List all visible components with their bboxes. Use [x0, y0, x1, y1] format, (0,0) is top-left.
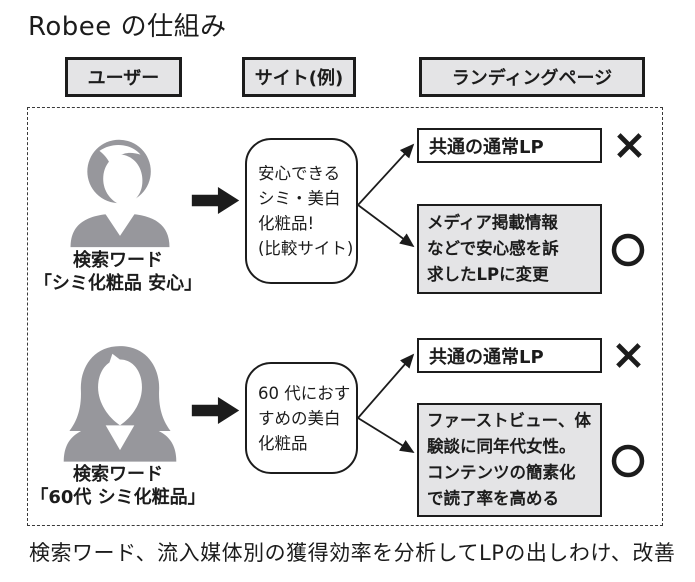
- user-avatar-woman-bob-icon: [70, 139, 170, 248]
- x-mark-icon-row1: [617, 133, 642, 158]
- lp-custom-box-row2: ファーストビュー、体 験談に同年代女性。 コンテンツの簡素化 で読了率を高める: [417, 403, 602, 517]
- column-header-landing-page-label: ランディングページ: [451, 68, 613, 89]
- site-row1-line: シミ・美白: [258, 189, 341, 208]
- lp-custom-row2-line: で読了率を高める: [427, 489, 559, 508]
- lp-custom-row2-line: コンテンツの簡素化: [427, 463, 576, 482]
- lp-normal-row2-label: 共通の通常LP: [429, 346, 544, 368]
- right-arrow-icon-row2: [191, 396, 240, 425]
- site-row1-line: 化粧品!: [258, 214, 315, 233]
- column-header-site: サイト(例): [242, 57, 356, 97]
- site-example-box-row2: 60 代におす すめの美白 化粧品: [245, 362, 358, 474]
- lp-normal-box-row1: 共通の通常LP: [417, 128, 602, 163]
- site-example-box-row1: 安心できる シミ・美白 化粧品! (比較サイト): [245, 138, 358, 284]
- x-mark-icon-row2: [616, 343, 641, 368]
- column-header-site-label: サイト(例): [254, 68, 344, 89]
- search-keyword-row2-query: 「60代 シミ化粧品」: [30, 487, 206, 508]
- right-arrow-icon-row1: [191, 186, 240, 215]
- search-keyword-row1-query: 「シミ化粧品 安心」: [33, 273, 203, 294]
- lp-custom-row2-line: ファーストビュー、体: [427, 411, 592, 430]
- branch-connector-row2: [357, 353, 415, 453]
- lp-normal-box-row2: 共通の通常LP: [417, 338, 602, 373]
- diagram-dashed-frame: [27, 107, 663, 526]
- lp-custom-row1-line: などで安心感を訴: [427, 239, 559, 258]
- branch-connector-row1: [357, 143, 415, 248]
- lp-custom-row2-line: 験談に同年代女性。: [427, 437, 576, 456]
- circle-mark-icon-row1: [611, 233, 645, 267]
- column-header-landing-page: ランディングページ: [419, 57, 645, 97]
- site-row1-line: (比較サイト): [258, 239, 354, 258]
- column-header-user-label: ユーザー: [87, 68, 160, 89]
- lp-normal-row1-label: 共通の通常LP: [429, 136, 544, 158]
- site-row2-line: 化粧品: [258, 433, 308, 453]
- user-avatar-woman-long-hair-icon: [63, 346, 177, 462]
- column-header-user: ユーザー: [65, 57, 182, 97]
- bottom-caption: 検索ワード、流入媒体別の獲得効率を分析してLPの出しわけ、改善: [29, 541, 676, 565]
- page-title: Robee の仕組み: [28, 12, 227, 42]
- lp-custom-row1-line: メディア掲載情報: [427, 213, 558, 232]
- search-keyword-row2: 検索ワード 「60代 シミ化粧品」: [10, 463, 226, 509]
- search-keyword-row1: 検索ワード 「シミ化粧品 安心」: [10, 249, 226, 295]
- site-row2-line: 60 代におす: [258, 383, 351, 403]
- circle-mark-icon-row2: [611, 444, 645, 478]
- search-keyword-row2-label: 検索ワード: [73, 464, 163, 485]
- lp-custom-box-row1: メディア掲載情報 などで安心感を訴 求したLPに変更: [417, 204, 602, 294]
- site-row1-line: 安心できる: [258, 164, 341, 183]
- search-keyword-row1-label: 検索ワード: [73, 250, 163, 271]
- lp-custom-row1-line: 求したLPに変更: [427, 265, 549, 284]
- site-row2-line: すめの美白: [258, 408, 341, 428]
